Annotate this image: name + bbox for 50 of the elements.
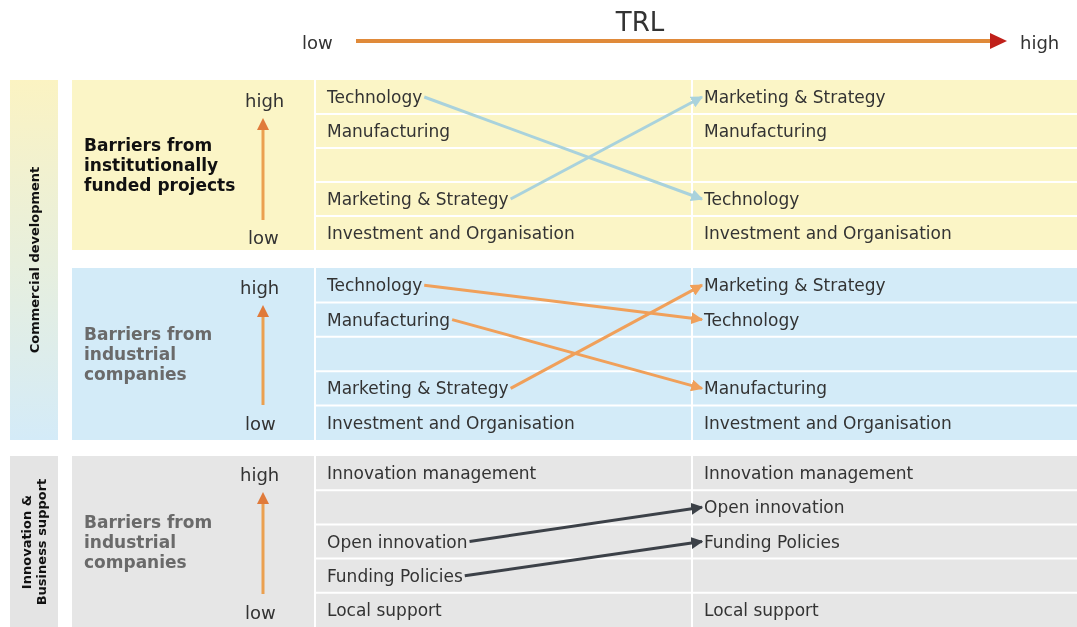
barrier-label: Innovation management	[704, 463, 914, 484]
barrier-label: Funding Policies	[327, 565, 463, 586]
barrier-label: Manufacturing	[327, 309, 451, 330]
barrier-label: Technology	[327, 275, 423, 296]
barrier-label: Manufacturing	[327, 121, 451, 141]
barrier-label: Local support	[327, 599, 442, 620]
barrier-label: Open innovation	[704, 497, 845, 518]
band-label: Commercial development	[26, 165, 42, 356]
arrow	[464, 537, 704, 578]
arrow	[423, 95, 704, 201]
axis-title: TRL	[615, 7, 665, 37]
barrier-label: Funding Policies	[704, 531, 840, 552]
scale-label: high	[240, 276, 280, 298]
barrier-label: Manufacturing	[704, 121, 828, 141]
barrier-panel	[72, 268, 1077, 440]
barrier-label: Innovation management	[327, 463, 537, 484]
barrier-label: Investment and Organisation	[704, 223, 952, 243]
arrow	[451, 318, 704, 392]
barrier-label: Marketing & Strategy	[327, 189, 509, 209]
barrier-label: Technology	[704, 309, 800, 330]
scale-label: high	[1020, 31, 1060, 53]
barrier-label: Technology	[327, 87, 423, 107]
arrow	[509, 95, 704, 201]
category-band	[10, 456, 58, 627]
panel-heading: Barriers from institutionally funded projects	[84, 135, 237, 195]
arrow	[424, 283, 704, 325]
arrow	[509, 283, 704, 390]
barrier-label: Investment and Organisation	[327, 412, 575, 433]
category-band	[10, 80, 58, 440]
barrier-label: Local support	[704, 599, 819, 620]
scale-label: low	[245, 601, 276, 623]
barrier-label: Open innovation	[327, 531, 468, 552]
arrow	[469, 502, 704, 543]
barrier-panel	[72, 80, 1077, 250]
barrier-label: Marketing & Strategy	[327, 378, 509, 399]
barrier-label: Investment and Organisation	[704, 412, 952, 433]
scale-label: low	[245, 412, 276, 434]
barrier-panel	[72, 456, 1077, 627]
scale-label: low	[248, 226, 279, 248]
barrier-label: Technology	[704, 189, 800, 209]
panel-heading: Barriers from industrial companies	[84, 511, 214, 572]
barrier-label: Manufacturing	[704, 378, 828, 399]
barrier-label: Investment and Organisation	[327, 223, 575, 243]
panel-heading: Barriers from industrial companies	[84, 324, 214, 384]
barrier-label: Marketing & Strategy	[704, 87, 886, 107]
scale-label: high	[240, 463, 280, 485]
band-label: Innovation & Business support	[19, 477, 49, 607]
scale-label: high	[245, 89, 285, 111]
scale-label: low	[302, 31, 333, 53]
barrier-label: Marketing & Strategy	[704, 275, 886, 296]
